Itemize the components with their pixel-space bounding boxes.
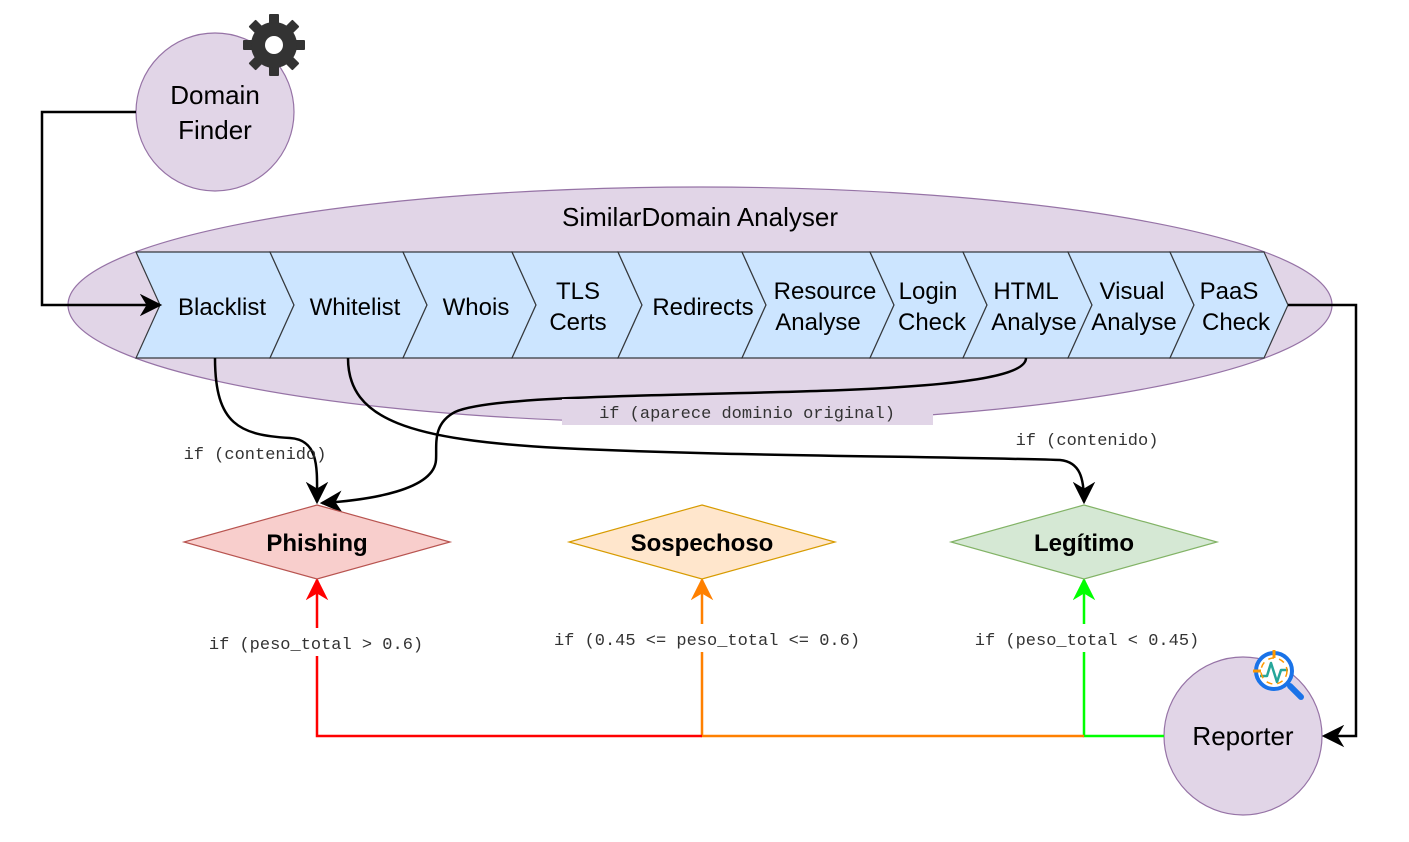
reporter-to-phishing-arrow <box>305 577 702 738</box>
stage-label-1: TLS <box>556 278 600 305</box>
stage-label-2: Analyse <box>775 309 860 336</box>
phishing-threshold-label: if (peso_total > 0.6) <box>209 636 423 655</box>
finder-to-analyser-arrow <box>40 110 163 317</box>
stage-label-2: Analyse <box>991 309 1076 336</box>
verdict-legitimo[interactable]: Legítimo <box>948 504 1220 580</box>
pipeline-stages: Blacklist Whitelist Whois TLS Certs Redi… <box>135 251 1289 359</box>
stage-label-1: Login <box>899 278 958 305</box>
stage-label-2: Analyse <box>1091 309 1176 336</box>
reporter-to-sospechoso-arrow <box>690 577 1084 738</box>
legitimo-threshold-label: if (peso_total < 0.45) <box>975 632 1199 651</box>
verdict-sospechoso[interactable]: Sospechoso <box>566 504 838 580</box>
stage-label-1: PaaS <box>1200 278 1259 305</box>
reporter-label: Reporter <box>1192 721 1293 751</box>
stage-whois[interactable]: Whois <box>402 251 537 359</box>
reporter-to-legitimo-arrow <box>1072 577 1164 738</box>
gear-icon <box>243 14 305 76</box>
stage-label: Redirects <box>652 294 753 321</box>
domain-finder-label-1: Domain <box>170 80 260 110</box>
html-to-phishing-arrow <box>319 357 1028 513</box>
stage-label-1: Visual <box>1100 278 1165 305</box>
stage-blacklist[interactable]: Blacklist <box>135 251 295 359</box>
stage-label-1: HTML <box>993 278 1058 305</box>
whitelist-to-legitimo-arrow <box>346 357 1096 505</box>
whitelist-condition-label: if (contenido) <box>1016 432 1159 451</box>
stage-label: Whitelist <box>310 294 401 321</box>
verdict-sospechoso-label: Sospechoso <box>631 530 774 557</box>
stage-whitelist[interactable]: Whitelist <box>269 251 428 359</box>
stage-label-2: Check <box>898 309 967 336</box>
html-condition-bg <box>562 399 933 425</box>
blacklist-condition-label: if (contenido) <box>184 446 327 465</box>
stage-label-2: Check <box>1202 309 1271 336</box>
stage-label-1: Resource <box>774 278 877 305</box>
phishing-threshold-bg <box>180 628 452 656</box>
stage-resource-analyse[interactable]: Resource Analyse <box>741 251 895 359</box>
verdict-phishing[interactable]: Phishing <box>181 504 453 580</box>
stage-paas-check[interactable]: PaaS Check <box>1169 251 1289 359</box>
legitimo-threshold-bg <box>945 624 1229 652</box>
stage-redirects[interactable]: Redirects <box>617 251 767 359</box>
domain-finder-label-2: Finder <box>178 115 252 145</box>
analyser-to-reporter-arrow <box>1288 303 1358 748</box>
html-condition-label: if (aparece dominio original) <box>599 405 895 424</box>
verdict-phishing-label: Phishing <box>266 530 367 557</box>
sospechoso-threshold-label: if (0.45 <= peso_total <= 0.6) <box>554 632 860 651</box>
blacklist-to-phishing-arrow <box>213 357 329 505</box>
sospechoso-threshold-bg <box>514 624 900 652</box>
analyser-title: SimilarDomain Analyser <box>562 202 838 232</box>
stage-label: Blacklist <box>178 294 266 321</box>
stage-label-2: Certs <box>549 309 606 336</box>
magnifier-chart-icon <box>1253 650 1304 700</box>
stage-visual-analyse[interactable]: Visual Analyse <box>1067 251 1195 359</box>
verdict-legitimo-label: Legítimo <box>1034 530 1134 557</box>
stage-label: Whois <box>443 294 510 321</box>
